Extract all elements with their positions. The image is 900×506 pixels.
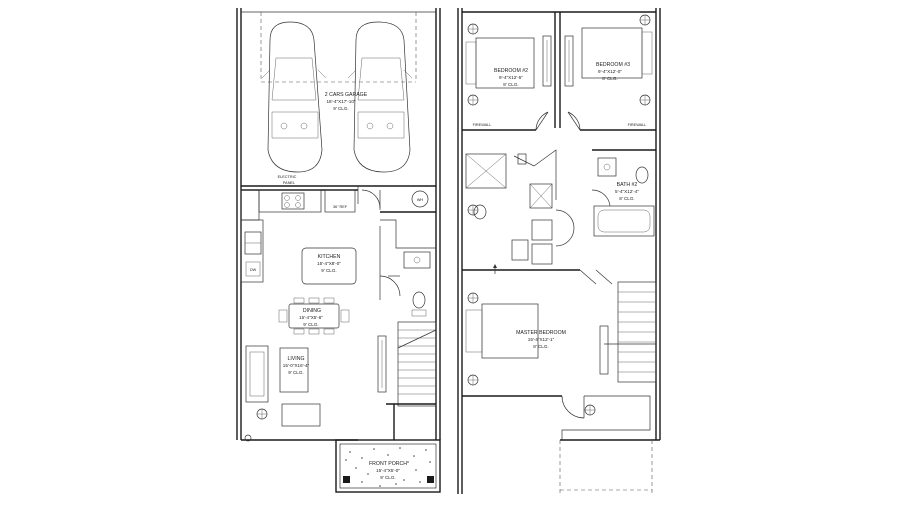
shower-icon bbox=[465, 153, 507, 189]
pantry-counter bbox=[240, 189, 260, 221]
bedroom2-ceiling: 8' CLG. bbox=[503, 82, 518, 87]
car-left-icon bbox=[261, 21, 327, 173]
porch-size: 15'-4"X5'-0" bbox=[376, 468, 400, 473]
firewall-left-label: FIREWALL bbox=[473, 123, 492, 127]
garage-door-swing bbox=[361, 189, 381, 209]
kitchen-counter-top bbox=[258, 189, 322, 213]
garage-size: 18'-4"X17'-10" bbox=[326, 99, 355, 104]
dishwasher-label: DW bbox=[250, 268, 257, 272]
bedroom3-name: BEDROOM #3 bbox=[596, 62, 630, 68]
porch-name: FRONT PORCH bbox=[369, 461, 407, 467]
bedroom2-size: 9'-4"X12'-5" bbox=[499, 75, 523, 80]
powder-toilet-icon bbox=[412, 291, 426, 309]
exterior-light-icon bbox=[244, 434, 252, 442]
dryer-icon bbox=[531, 243, 553, 265]
bath2-door-swing bbox=[591, 189, 611, 207]
living-ceiling: 9' CLG. bbox=[288, 370, 303, 375]
electric-panel-label-line1: ELECTRIC bbox=[278, 175, 297, 179]
master-sink-icon bbox=[511, 239, 529, 261]
kitchen-name: KITCHEN bbox=[318, 254, 341, 260]
garage-ceiling: 9' CLG. bbox=[333, 106, 348, 111]
powder-sink-icon bbox=[403, 251, 431, 269]
ceiling-light-icon bbox=[256, 408, 268, 420]
firewall-right-label: FIREWALL bbox=[628, 123, 647, 127]
kitchen-counter-left bbox=[240, 219, 264, 283]
porch-ceiling: 9' CLG. bbox=[380, 475, 395, 480]
bedroom2-door-swing bbox=[535, 111, 549, 131]
kitchen-ceiling: 9' CLG. bbox=[321, 268, 336, 273]
fridge-label: 36" REF bbox=[333, 205, 348, 209]
dining-ceiling: 9' CLG. bbox=[303, 322, 318, 327]
bath2-size: 5'-4"X12'-4" bbox=[615, 189, 639, 194]
master-bedroom-size: 15'-4"X12'-1" bbox=[528, 337, 555, 342]
ceiling-light-icon bbox=[467, 14, 651, 416]
bedroom3-ceiling: 8' CLG. bbox=[602, 76, 617, 81]
front-porch bbox=[335, 439, 441, 493]
coffee-table-icon bbox=[279, 347, 309, 393]
master-toilet-icon bbox=[473, 204, 487, 220]
cooktop-icon bbox=[281, 192, 305, 210]
electric-panel-label-line2: PANEL bbox=[283, 181, 295, 185]
master-closet-door-swing bbox=[561, 395, 585, 419]
powder-door-swing bbox=[379, 275, 401, 297]
dining-name: DINING bbox=[303, 308, 321, 314]
car-right-icon bbox=[347, 21, 413, 173]
closet-2-icon bbox=[542, 35, 552, 87]
garage-name: 2 CARS GARAGE bbox=[325, 92, 368, 98]
upper-floor-plan: BEDROOM #2 9'-4"X12'-5" 8' CLG. BEDROOM … bbox=[457, 8, 661, 494]
tv-stand-icon bbox=[281, 403, 321, 427]
linen-closet-icon bbox=[529, 183, 553, 209]
master-bedroom-name: MASTER BEDROOM bbox=[516, 330, 566, 336]
fridge-icon bbox=[324, 189, 356, 213]
kitchen-island bbox=[301, 247, 357, 285]
hall-wall bbox=[380, 219, 436, 249]
closet-3-icon bbox=[564, 35, 574, 87]
living-name: LIVING bbox=[287, 356, 304, 362]
washer-icon bbox=[531, 219, 553, 241]
kitchen-size: 15'-4"X8'-0" bbox=[317, 261, 341, 266]
bathtub-icon bbox=[593, 205, 655, 237]
living-size: 15'-0"X16'-4" bbox=[283, 363, 310, 368]
bedroom2-name: BEDROOM #2 bbox=[494, 68, 528, 74]
dishwasher-icon bbox=[245, 261, 261, 277]
bath2-sink-icon bbox=[597, 157, 617, 177]
upper-stairs bbox=[599, 281, 657, 383]
hall-walls-upper bbox=[513, 149, 557, 200]
dining-table-icon bbox=[278, 297, 350, 335]
bedroom3-door-swing bbox=[567, 111, 581, 131]
bath2-toilet-icon bbox=[635, 166, 649, 184]
water-heater-icon bbox=[411, 190, 429, 208]
bedroom3-size: 9'-4"X12'-0" bbox=[598, 69, 622, 74]
water-heater-label: WH bbox=[417, 198, 424, 202]
ground-floor-plan: 2 CARS GARAGE 18'-4"X17'-10" 9' CLG. ELE… bbox=[236, 8, 441, 493]
dining-size: 15'-4"X5'-6" bbox=[299, 315, 323, 320]
bath2-ceiling: 8' CLG. bbox=[619, 196, 634, 201]
ground-stairs bbox=[377, 321, 437, 407]
master-bedroom-ceiling: 8' CLG. bbox=[533, 344, 548, 349]
bath2-name: BATH #2 bbox=[617, 182, 638, 188]
bed-2-icon bbox=[475, 37, 535, 89]
sofa-icon bbox=[245, 345, 269, 403]
laundry-door-swing bbox=[555, 209, 575, 247]
